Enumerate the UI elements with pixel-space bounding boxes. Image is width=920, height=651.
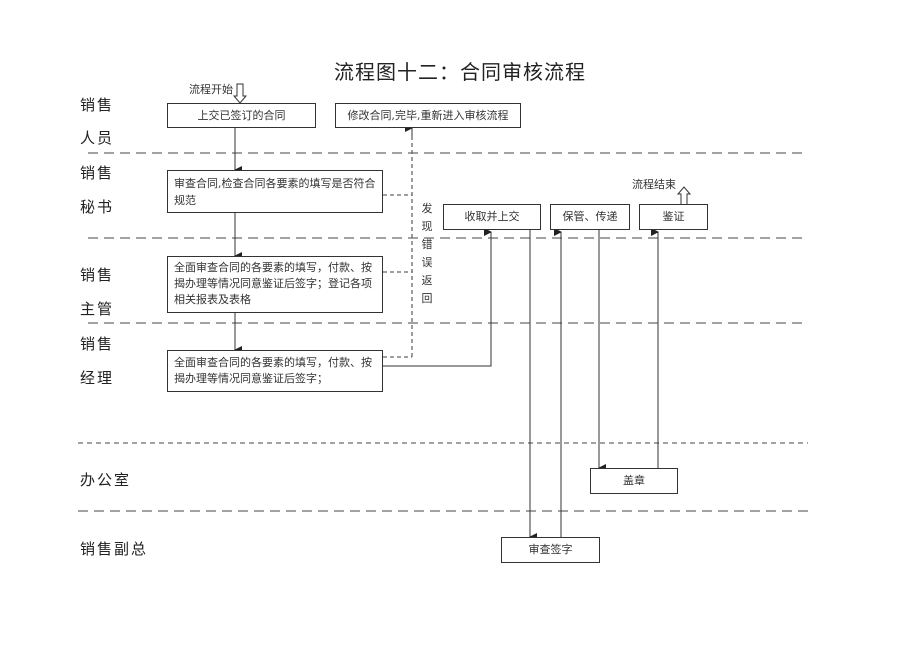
lane-label-sales-manager-1: 销售 — [80, 335, 115, 353]
box-collect-submit: 收取并上交 — [443, 204, 541, 230]
lane-label-sales-staff-1: 销售 — [80, 96, 115, 114]
error-return-char: 发 — [421, 202, 433, 215]
box-revise-contract: 修改合同,完毕,重新进入审核流程 — [335, 103, 521, 128]
lane-label-sales-manager-2: 经理 — [80, 369, 115, 387]
box-submit-contract: 上交已签订的合同 — [167, 103, 316, 128]
error-return-char: 错 — [421, 238, 433, 251]
start-arrow — [232, 83, 248, 104]
lane-label-sales-vp: 销售副总 — [80, 540, 149, 558]
lane-label-sales-supervisor-2: 主管 — [80, 300, 115, 318]
lane-label-sales-staff-2: 人员 — [80, 129, 115, 147]
box-stamp: 盖章 — [590, 468, 678, 494]
box-supervisor-review: 全面审查合同的各要素的填写，付款、按揭办理等情况同意鉴证后签字；登记各项相关报表… — [167, 256, 383, 313]
box-vp-sign: 审查签字 — [501, 537, 600, 563]
end-label: 流程结束 — [632, 178, 676, 191]
box-manager-review: 全面审查合同的各要素的填写，付款、按揭办理等情况同意鉴证后签字； — [167, 350, 383, 392]
end-arrow — [676, 186, 692, 204]
arrow-manager-to-collect — [383, 228, 492, 367]
lane-label-sales-supervisor-1: 销售 — [80, 266, 115, 284]
box-store-deliver: 保管、传递 — [550, 204, 630, 230]
diagram-title: 流程图十二：合同审核流程 — [334, 60, 586, 84]
error-return-char: 现 — [421, 220, 433, 233]
error-return-char: 回 — [421, 292, 433, 305]
box-secretary-review: 审查合同,检查合同各要素的填写是否符合规范 — [167, 170, 383, 213]
lane-label-office: 办公室 — [80, 471, 132, 489]
lane-label-sales-secretary-2: 秘书 — [80, 198, 115, 216]
error-return-char: 返 — [421, 274, 433, 287]
error-return-char: 误 — [421, 256, 433, 269]
start-label: 流程开始 — [189, 83, 233, 96]
lane-label-sales-secretary-1: 销售 — [80, 164, 115, 182]
error-return-path — [383, 135, 413, 358]
box-certify: 鉴证 — [639, 204, 708, 230]
